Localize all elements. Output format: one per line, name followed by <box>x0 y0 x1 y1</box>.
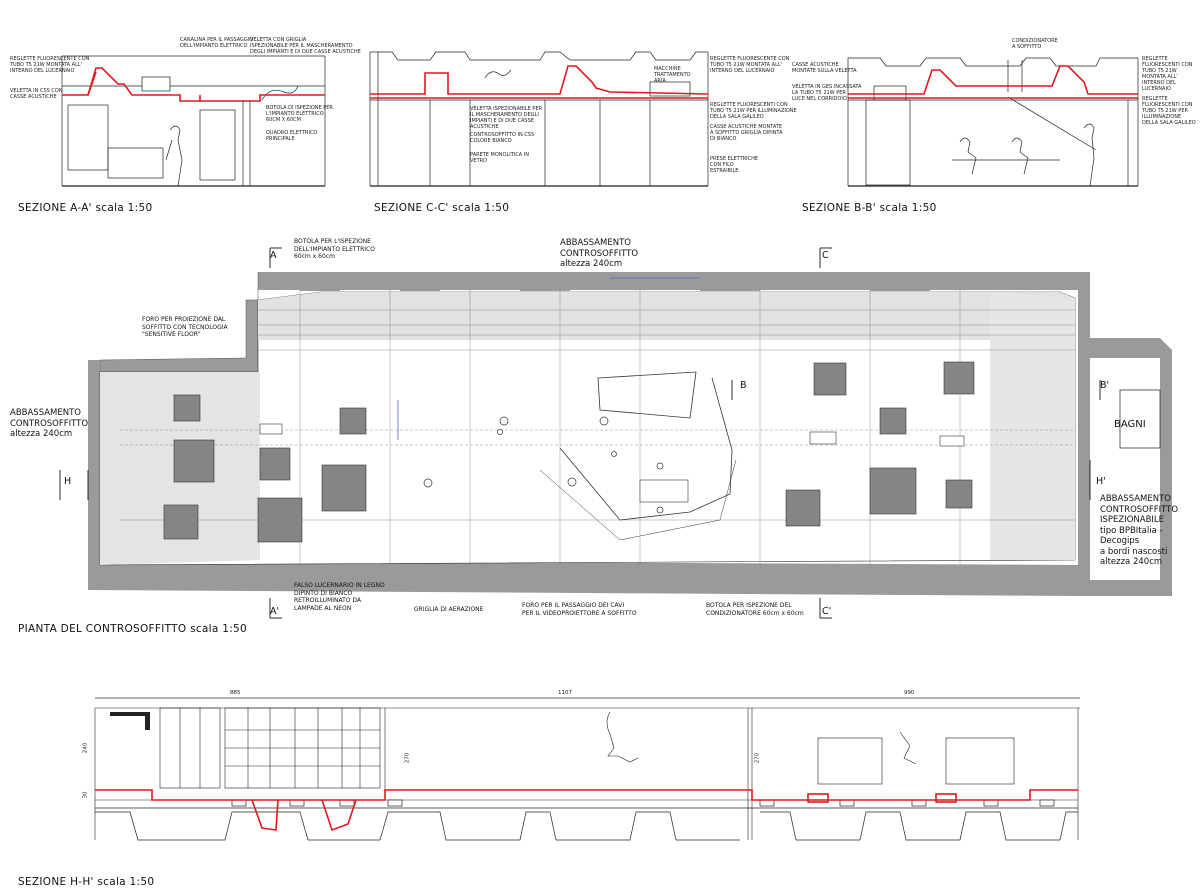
hh-dim-270b: 270 <box>754 752 761 764</box>
section-cc-ceiling-red <box>370 65 709 99</box>
section-cc-title: SEZIONE C-C' scala 1:50 <box>374 202 510 214</box>
plan-falso-lucernario: FALSO LUCERNARIO IN LEGNO DIPINTO DI BIA… <box>294 582 385 612</box>
section-aa-ceiling-red <box>62 67 325 102</box>
section-aa-drawing <box>61 55 326 187</box>
section-bb-title: SEZIONE B-B' scala 1:50 <box>802 202 937 214</box>
aa-note-reglette: REGLETTE FLUORESCENTE CON TUBO T5 21W MO… <box>10 56 90 74</box>
plan-foro-proiezione: FORO PER PROIEZIONE DAL SOFFITTO CON TEC… <box>142 316 228 338</box>
cc-note-prese: PRESE ELETTRICHE CON FILO ESTRAIBILE <box>710 156 759 174</box>
aa-note-canalina: CANALINA PER IL PASSAGGIO DELL'IMPIANTO … <box>180 37 254 49</box>
plan-abbassamento-top: ABBASSAMENTO CONTROSOFFITTO altezza 240c… <box>560 238 639 269</box>
hh-dim-885: 885 <box>230 690 241 696</box>
cut-b: B <box>740 380 747 391</box>
cc-note-casse: CASSE ACUSTICHE MONTATE A SOFFITTO GRIGL… <box>710 124 783 142</box>
plan-abbassamento-right: ABBASSAMENTO CONTROSOFFITTO ISPEZIONABIL… <box>1100 494 1179 567</box>
bb-note-condizionatore: CONDIZIONATORE A SOFFITTO <box>1012 38 1058 50</box>
hh-dim-1107: 1107 <box>558 690 572 696</box>
plan-abbassamento-left: ABBASSAMENTO CONTROSOFFITTO altezza 240c… <box>10 408 89 439</box>
cc-note-macchine: MACCHINE TRATTAMENTO ARIA <box>654 66 691 84</box>
section-hh-drawing <box>94 697 1080 841</box>
cut-b-end: B' <box>1100 380 1110 391</box>
plan-griglia: GRIGLIA DI AERAZIONE <box>414 606 484 613</box>
aa-note-veletta-griglia: VELETTA CON GRIGLIA ISPEZIONABILE PER IL… <box>250 37 361 55</box>
plan-foro-cavi: FORO PER IL PASSAGGIO DEI CAVI PER IL VI… <box>522 602 637 617</box>
cc-note-reglette-galileo: REGLETTE FLUORESCENTI CON TUBO T5 21W PE… <box>710 102 797 120</box>
hh-dim-30: 30 <box>82 791 89 799</box>
plan-botola-top: BOTOLA PER L'ISPEZIONE DELL'IMPIANTO ELE… <box>294 238 375 260</box>
cut-c-end: C' <box>822 606 832 617</box>
bb-note-reglette-galileo: REGLETTE FLUORESCENTI CON TUBO T5 21W PE… <box>1142 96 1196 126</box>
section-hh-ceiling-red <box>95 789 1078 832</box>
bb-note-reglette: REGLETTE FLUORESCENTI CON TUBO T5 21W MO… <box>1142 56 1193 92</box>
cut-a: A <box>270 250 277 261</box>
cc-note-parete: PARETE MONOLITICA IN VETRO <box>470 152 529 164</box>
section-hh-title: SEZIONE H-H' scala 1:50 <box>18 876 155 888</box>
cut-h-end: H' <box>1096 476 1106 487</box>
cut-h: H <box>64 476 72 487</box>
plan-botola-cond: BOTOLA PER ISPEZIONE DEL CONDIZIONATORE … <box>706 602 804 617</box>
bb-note-casse: CASSE ACUSTICHE MONTATE SULLA VELETTA <box>792 62 857 74</box>
hh-dim-240: 240 <box>82 742 89 754</box>
cc-note-reglette: REGLETTE FLUORESCENTE CON TUBO T5 21W MO… <box>710 56 790 74</box>
plan-title: PIANTA DEL CONTROSOFFITTO scala 1:50 <box>18 623 248 635</box>
hh-dim-270a: 270 <box>404 752 411 764</box>
cc-note-veletta: VELETTA ISPEZIONABILE PER IL MASCHERAMEN… <box>470 106 543 130</box>
cut-c: C <box>822 250 829 261</box>
hh-dim-990: 990 <box>904 690 915 696</box>
aa-note-veletta-css: VELETTA IN CSS CON CASSE ACUSTICHE <box>10 88 63 100</box>
plan-bagni: BAGNI <box>1114 419 1146 430</box>
section-cc-drawing <box>369 51 709 187</box>
plan-drawing <box>59 247 1172 619</box>
bb-note-veletta: VELETTA IN GES INCASSATA LA TUBO T5 21W … <box>792 84 862 102</box>
cut-a-end: A' <box>270 606 280 617</box>
section-bb-ceiling-red <box>848 65 1138 99</box>
cc-note-controsoffitto: CONTROSOFFITTO IN CSS COLORE BIANCO <box>470 132 535 144</box>
aa-note-quadro: QUADRO ELETTRICO PRINCIPALE <box>266 130 318 142</box>
aa-note-botola: BOTOLA DI ISPEZIONE PER L'IMPIANTO ELETT… <box>266 105 333 123</box>
section-aa-title: SEZIONE A-A' scala 1:50 <box>18 202 153 214</box>
section-bb-drawing <box>847 57 1139 187</box>
